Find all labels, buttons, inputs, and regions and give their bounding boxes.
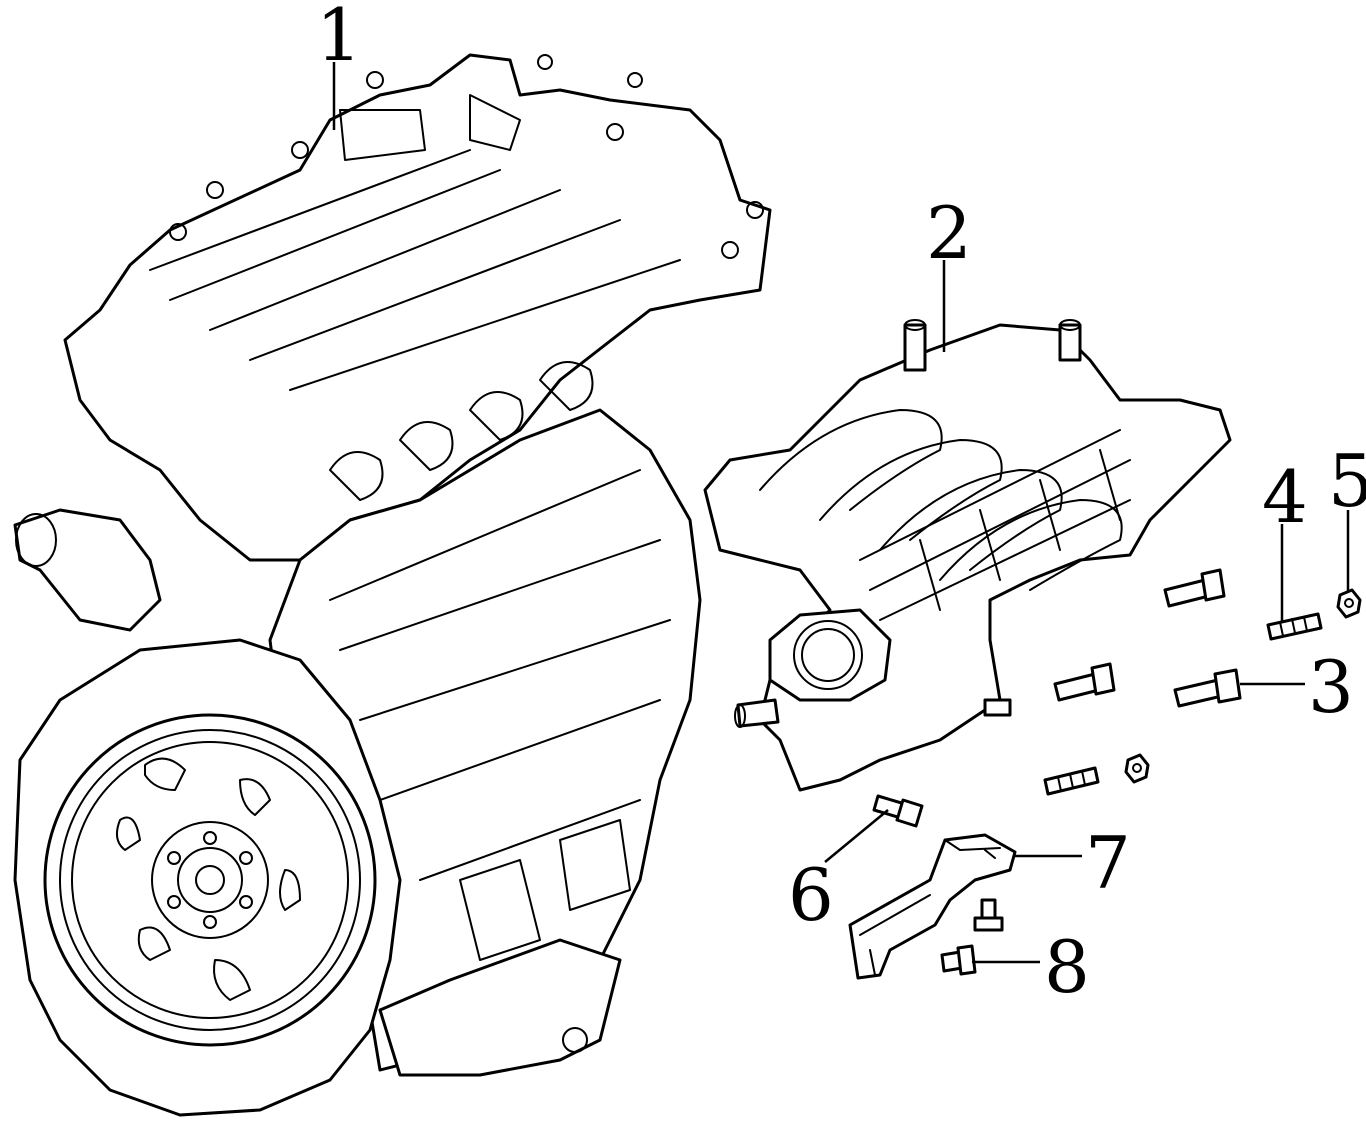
bracket-icon (848, 833, 1017, 980)
callout-labels: 1 2 3 4 5 6 7 8 (316, 0, 1366, 1009)
nut-icon (1124, 588, 1362, 784)
engine-assembly-icon (13, 53, 772, 1117)
callout-2: 2 (926, 191, 972, 275)
callout-7: 7 (1085, 821, 1131, 905)
callout-4: 4 (1262, 455, 1308, 539)
screw-icon (940, 898, 1004, 976)
callout-3: 3 (1308, 645, 1354, 729)
intake-manifold-icon (703, 319, 1232, 792)
callout-5: 5 (1328, 439, 1366, 523)
callout-6: 6 (788, 853, 834, 937)
stud-icon (1043, 612, 1323, 796)
leader-lines (332, 62, 1350, 964)
flange-bolt-icon (1053, 568, 1242, 708)
callout-1: 1 (316, 0, 362, 77)
leader-6 (824, 809, 889, 863)
bolt-icon (872, 794, 924, 828)
callout-8: 8 (1044, 925, 1090, 1009)
